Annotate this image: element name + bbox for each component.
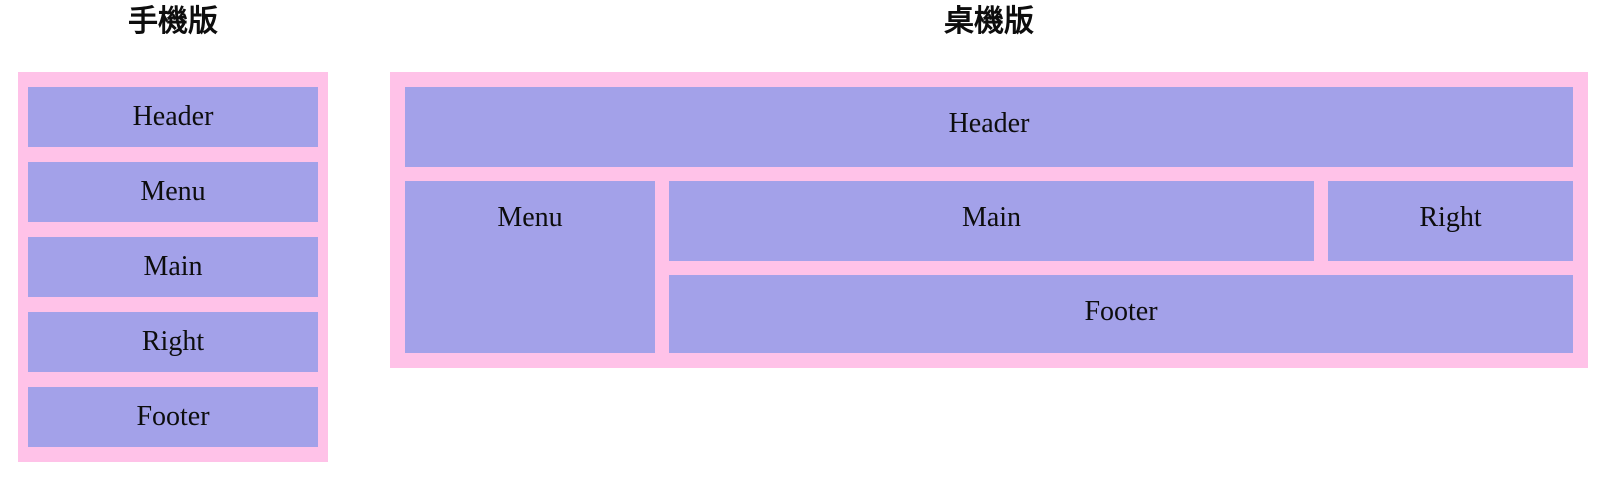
mobile-box-header: Header — [28, 87, 318, 147]
mobile-box-main: Main — [28, 237, 318, 297]
desktop-box-footer: Footer — [669, 275, 1573, 353]
mobile-layout-title: 手機版 — [128, 5, 218, 38]
desktop-box-main: Main — [669, 181, 1314, 261]
mobile-box-footer: Footer — [28, 387, 318, 447]
mobile-layout-section: 手機版 Header Menu Main Right Footer — [18, 0, 328, 462]
desktop-box-menu: Menu — [405, 181, 655, 353]
desktop-layout-title: 桌機版 — [944, 5, 1034, 38]
mobile-box-menu: Menu — [28, 162, 318, 222]
desktop-layout-section: 桌機版 Header Menu Main Right Footer — [390, 0, 1588, 368]
desktop-box-header: Header — [405, 87, 1573, 167]
mobile-box-right: Right — [28, 312, 318, 372]
mobile-layout-panel: Header Menu Main Right Footer — [18, 72, 328, 462]
desktop-layout-panel: Header Menu Main Right Footer — [390, 72, 1588, 368]
desktop-box-right: Right — [1328, 181, 1573, 261]
